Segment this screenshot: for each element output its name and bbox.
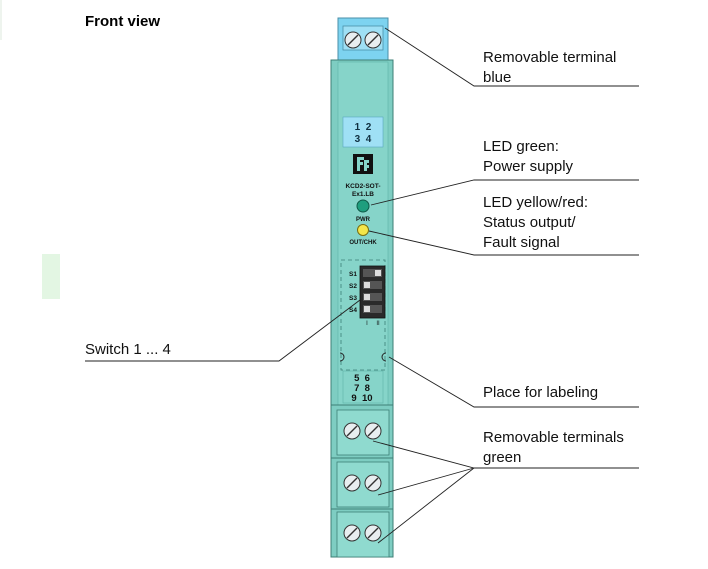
terminal-numbers-row1: 1 2 — [355, 122, 372, 133]
switch-label-s2: S2 — [349, 283, 357, 290]
pepperl-fuchs-logo-icon — [353, 154, 373, 174]
screw-icon — [343, 524, 361, 542]
terminal-numbers-row-b: 7 8 — [354, 383, 370, 394]
terminal-number-label-top — [342, 116, 384, 148]
terminal-numbers-row-c: 9 10 — [351, 393, 372, 404]
model-label-line1: KCD2-SOT- — [345, 183, 380, 190]
screw-icon — [364, 524, 382, 542]
screw-icon — [364, 422, 382, 440]
callout-led-green: LED green: Power supply — [483, 138, 574, 175]
switch-label-s4: S4 — [349, 307, 357, 314]
callout-terminal-blue: Removable terminal blue — [483, 49, 617, 86]
screw-icon — [364, 474, 382, 492]
screw-icon — [344, 31, 362, 49]
dip-switch-s4 — [363, 305, 382, 313]
leader-line-terminals-green — [377, 467, 475, 544]
callout-terminals-green: Removable terminals green — [483, 429, 624, 466]
led-yellow-icon — [357, 224, 369, 236]
switch-position-i: I — [366, 321, 368, 327]
page-title: Front view — [85, 13, 161, 30]
label-clip-left — [339, 352, 345, 362]
dip-switch-s2 — [363, 281, 382, 289]
callout-switch: Switch 1 ... 4 — [85, 341, 171, 358]
callout-labeling: Place for labeling — [483, 384, 599, 401]
screw-icon — [343, 422, 361, 440]
leader-line-switch — [85, 299, 361, 362]
model-label-line2: Ex1.LB — [352, 191, 374, 198]
dip-switch-s3 — [363, 293, 382, 301]
leader-line-led-green — [370, 179, 639, 206]
edge-marker — [0, 0, 2, 40]
terminal-numbers-row-a: 5 6 — [354, 373, 370, 384]
leader-line-led-yellow — [368, 230, 639, 256]
callout-led-yellow: LED yellow/red: Status output/ Fault sig… — [483, 194, 589, 251]
terminal-number-label-bottom — [342, 370, 384, 404]
green-marker — [42, 254, 60, 299]
screw-icon — [364, 31, 382, 49]
leader-line-terminals-green — [377, 467, 475, 496]
pwr-label: PWR — [356, 217, 371, 223]
leader-line-terminal-blue — [384, 27, 639, 87]
out-chk-label: OUT/CHK — [349, 240, 377, 246]
dip-switch-s1 — [363, 269, 382, 277]
switch-label-s1: S1 — [349, 271, 357, 278]
terminal-numbers-row2: 3 4 — [355, 134, 372, 145]
leader-line-labeling — [388, 356, 639, 408]
switch-position-ii: II — [376, 321, 380, 327]
led-green-icon — [356, 199, 370, 213]
switch-label-s3: S3 — [349, 295, 357, 302]
screw-icon — [343, 474, 361, 492]
label-clip-right — [381, 352, 387, 362]
